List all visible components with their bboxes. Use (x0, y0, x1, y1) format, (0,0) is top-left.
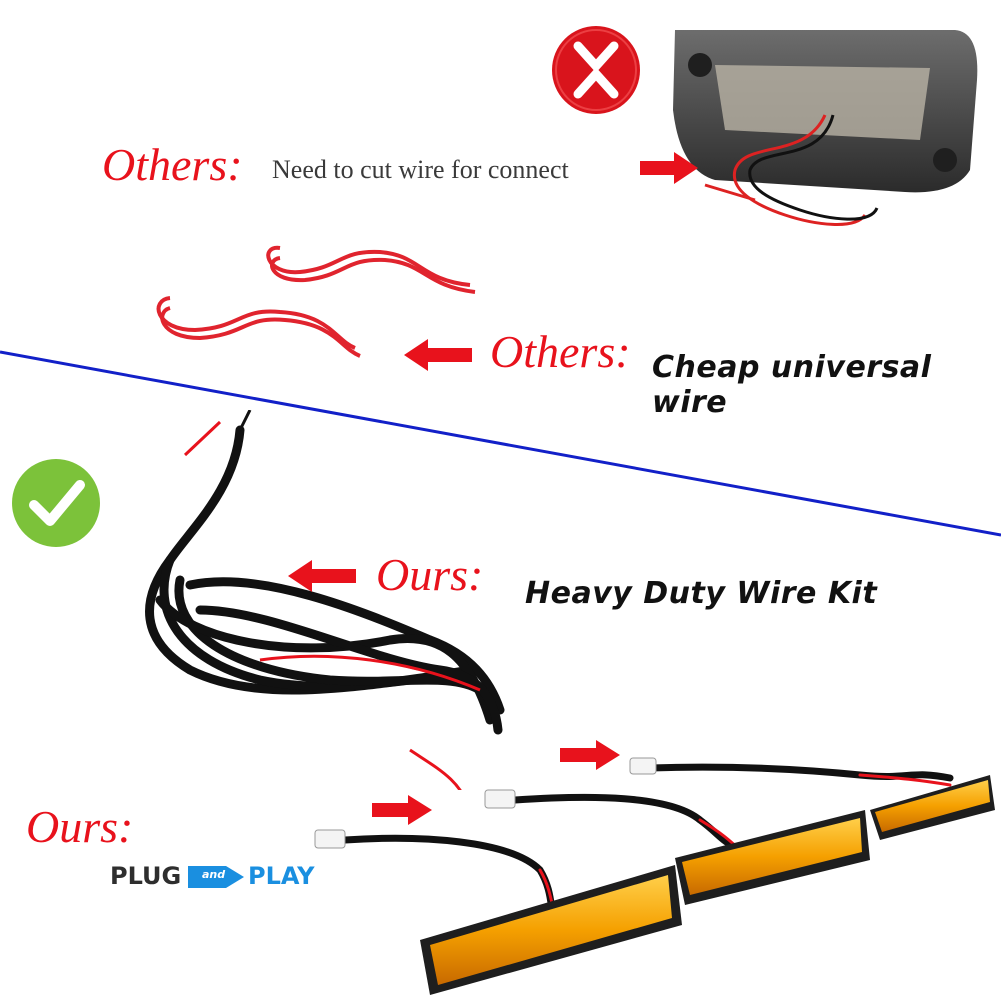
plug-arrow-icon (188, 866, 244, 888)
cheap-wire-text: Cheap universal wire (652, 350, 932, 420)
x-mark-icon (552, 26, 640, 114)
cheap-wire-image (156, 245, 476, 358)
heavy-duty-text: Heavy Duty Wire Kit (525, 576, 878, 611)
heavy-duty-wire-image (145, 410, 505, 790)
others-label-2: Others: (490, 326, 631, 377)
and-logo-text: and (202, 868, 226, 881)
arrow-right-icon-2 (560, 740, 620, 770)
others-lamp-image (673, 30, 978, 226)
arrow-left-icon (404, 339, 472, 371)
amber-lights-image (314, 757, 995, 995)
check-mark-icon (12, 459, 100, 547)
ours-label-1: Ours: (376, 549, 484, 600)
others-cut-text: Need to cut wire for connect (272, 155, 569, 184)
play-logo-text: PLAY (248, 862, 315, 890)
others-label-1: Others: (102, 139, 243, 190)
plug-logo-text: PLUG (110, 862, 182, 890)
arrow-right-icon-3 (372, 795, 432, 825)
arrow-left-icon-2 (288, 560, 356, 592)
plug-and-play-logo: PLUG and PLAY (110, 860, 320, 896)
arrow-right-icon (640, 152, 698, 184)
ours-label-2: Ours: (26, 801, 134, 852)
